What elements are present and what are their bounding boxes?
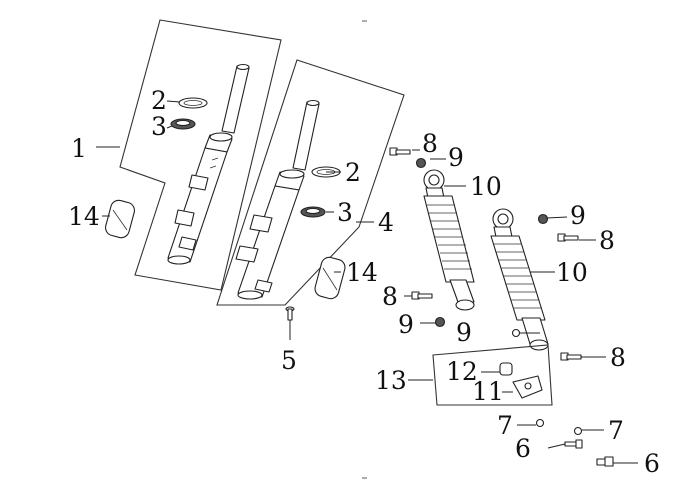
callout-5: 5 <box>281 346 297 375</box>
oil-seal-left <box>170 118 196 130</box>
reflector-left <box>104 199 136 239</box>
reflector-right <box>314 256 346 300</box>
callout-7-right: 7 <box>608 416 624 445</box>
fork-bolt <box>285 306 295 321</box>
right-fork-leg <box>235 99 320 300</box>
leader-lines <box>96 100 638 464</box>
bracket-group-frame <box>432 344 553 406</box>
washer-right <box>573 426 583 436</box>
callout-2-left: 2 <box>151 86 167 115</box>
callout-7-left: 7 <box>497 411 513 440</box>
callout-8-lower-left: 8 <box>382 282 398 311</box>
small-bolt-left <box>564 439 583 449</box>
washer-left <box>535 418 545 428</box>
bolt-lower-right <box>560 352 582 361</box>
callout-labels: 1 2 3 14 2 3 4 14 5 8 9 10 8 9 9 9 8 10 … <box>68 86 660 478</box>
shock-absorber-left <box>423 169 475 311</box>
mounting-bracket <box>512 375 543 399</box>
callout-9-upper-right: 9 <box>570 201 586 230</box>
left-fork-group-frame <box>119 19 282 291</box>
callout-6-left: 6 <box>515 434 531 463</box>
callout-6-right: 6 <box>644 449 660 478</box>
rubber-bushing <box>499 362 513 376</box>
callout-9-upper-left: 9 <box>448 143 464 172</box>
callout-14-left: 14 <box>68 202 100 231</box>
callout-3-right: 3 <box>337 198 353 227</box>
callout-2-right: 2 <box>345 158 361 187</box>
callout-11: 11 <box>472 377 504 406</box>
callout-1: 1 <box>71 134 87 163</box>
callout-9-lower-left: 9 <box>398 310 414 339</box>
bolt-upper-right <box>557 233 579 242</box>
callout-8-upper-right: 8 <box>599 226 615 255</box>
callout-4: 4 <box>378 208 394 237</box>
callout-12: 12 <box>446 357 478 386</box>
nut-upper-left <box>415 157 427 169</box>
callout-9-lower-right: 9 <box>456 318 472 347</box>
callout-8-lower-right: 8 <box>610 343 626 372</box>
small-bolt-right <box>596 456 614 467</box>
nut-lower-left <box>434 316 446 328</box>
bolt-upper-left <box>389 147 411 156</box>
callout-3-left: 3 <box>151 112 167 141</box>
nut-upper-right <box>537 213 549 225</box>
callout-8-upper-left: 8 <box>422 129 438 158</box>
nut-lower-right <box>511 328 521 338</box>
callout-10-left: 10 <box>470 172 502 201</box>
shock-absorber-right <box>490 208 549 351</box>
callout-14-right: 14 <box>346 258 378 287</box>
left-fork-leg <box>167 63 250 265</box>
dust-seal-left <box>178 97 208 109</box>
bolt-lower-left <box>411 291 433 300</box>
callout-10-right: 10 <box>556 258 588 287</box>
oil-seal-right <box>300 206 326 218</box>
callout-13: 13 <box>375 366 407 395</box>
